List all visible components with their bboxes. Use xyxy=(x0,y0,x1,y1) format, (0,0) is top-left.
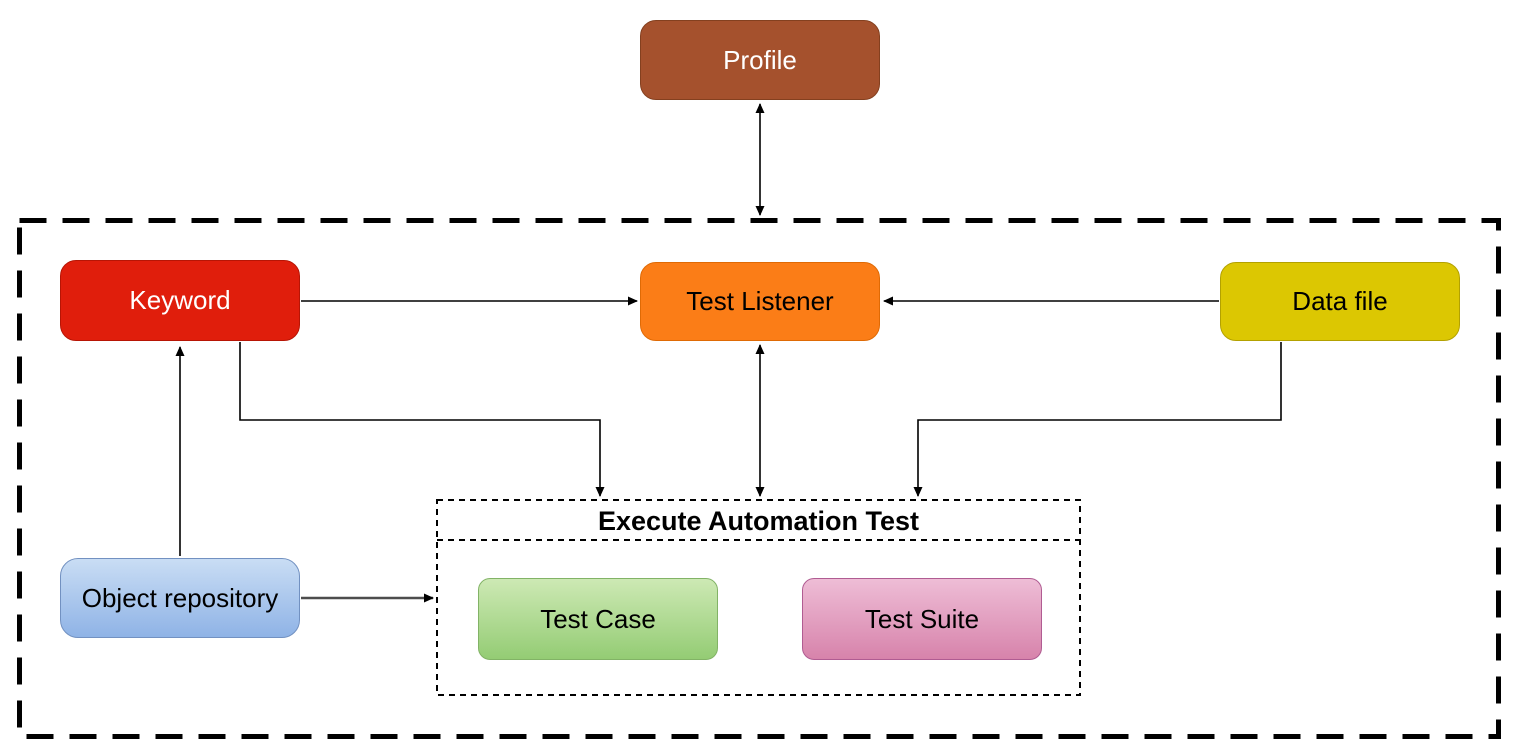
edge-keyword-execute xyxy=(239,342,605,497)
node-keyword: Keyword xyxy=(60,260,300,341)
execute-container-title-label: Execute Automation Test xyxy=(597,505,920,536)
node-object-repository: Object repository xyxy=(60,558,300,638)
node-test-suite-label: Test Suite xyxy=(864,603,980,634)
node-test-listener: Test Listener xyxy=(640,262,880,341)
execute-container-border xyxy=(436,499,1081,696)
execute-container-title: Execute Automation Test xyxy=(437,503,1080,539)
node-profile-label: Profile xyxy=(723,44,797,75)
node-keyword-label: Keyword xyxy=(129,285,231,315)
node-data-file: Data file xyxy=(1220,262,1460,341)
node-test-case: Test Case xyxy=(478,578,718,660)
node-test-suite: Test Suite xyxy=(802,578,1042,660)
node-profile: Profile xyxy=(640,20,880,100)
node-data-file-label: Data file xyxy=(1292,286,1388,316)
node-test-case-label: Test Case xyxy=(540,603,656,634)
node-object-repository-label: Object repository xyxy=(81,582,279,613)
outer-dashed-boundary xyxy=(17,218,1501,739)
edge-datafile-execute xyxy=(913,342,1282,497)
node-test-listener-label: Test Listener xyxy=(686,286,834,316)
